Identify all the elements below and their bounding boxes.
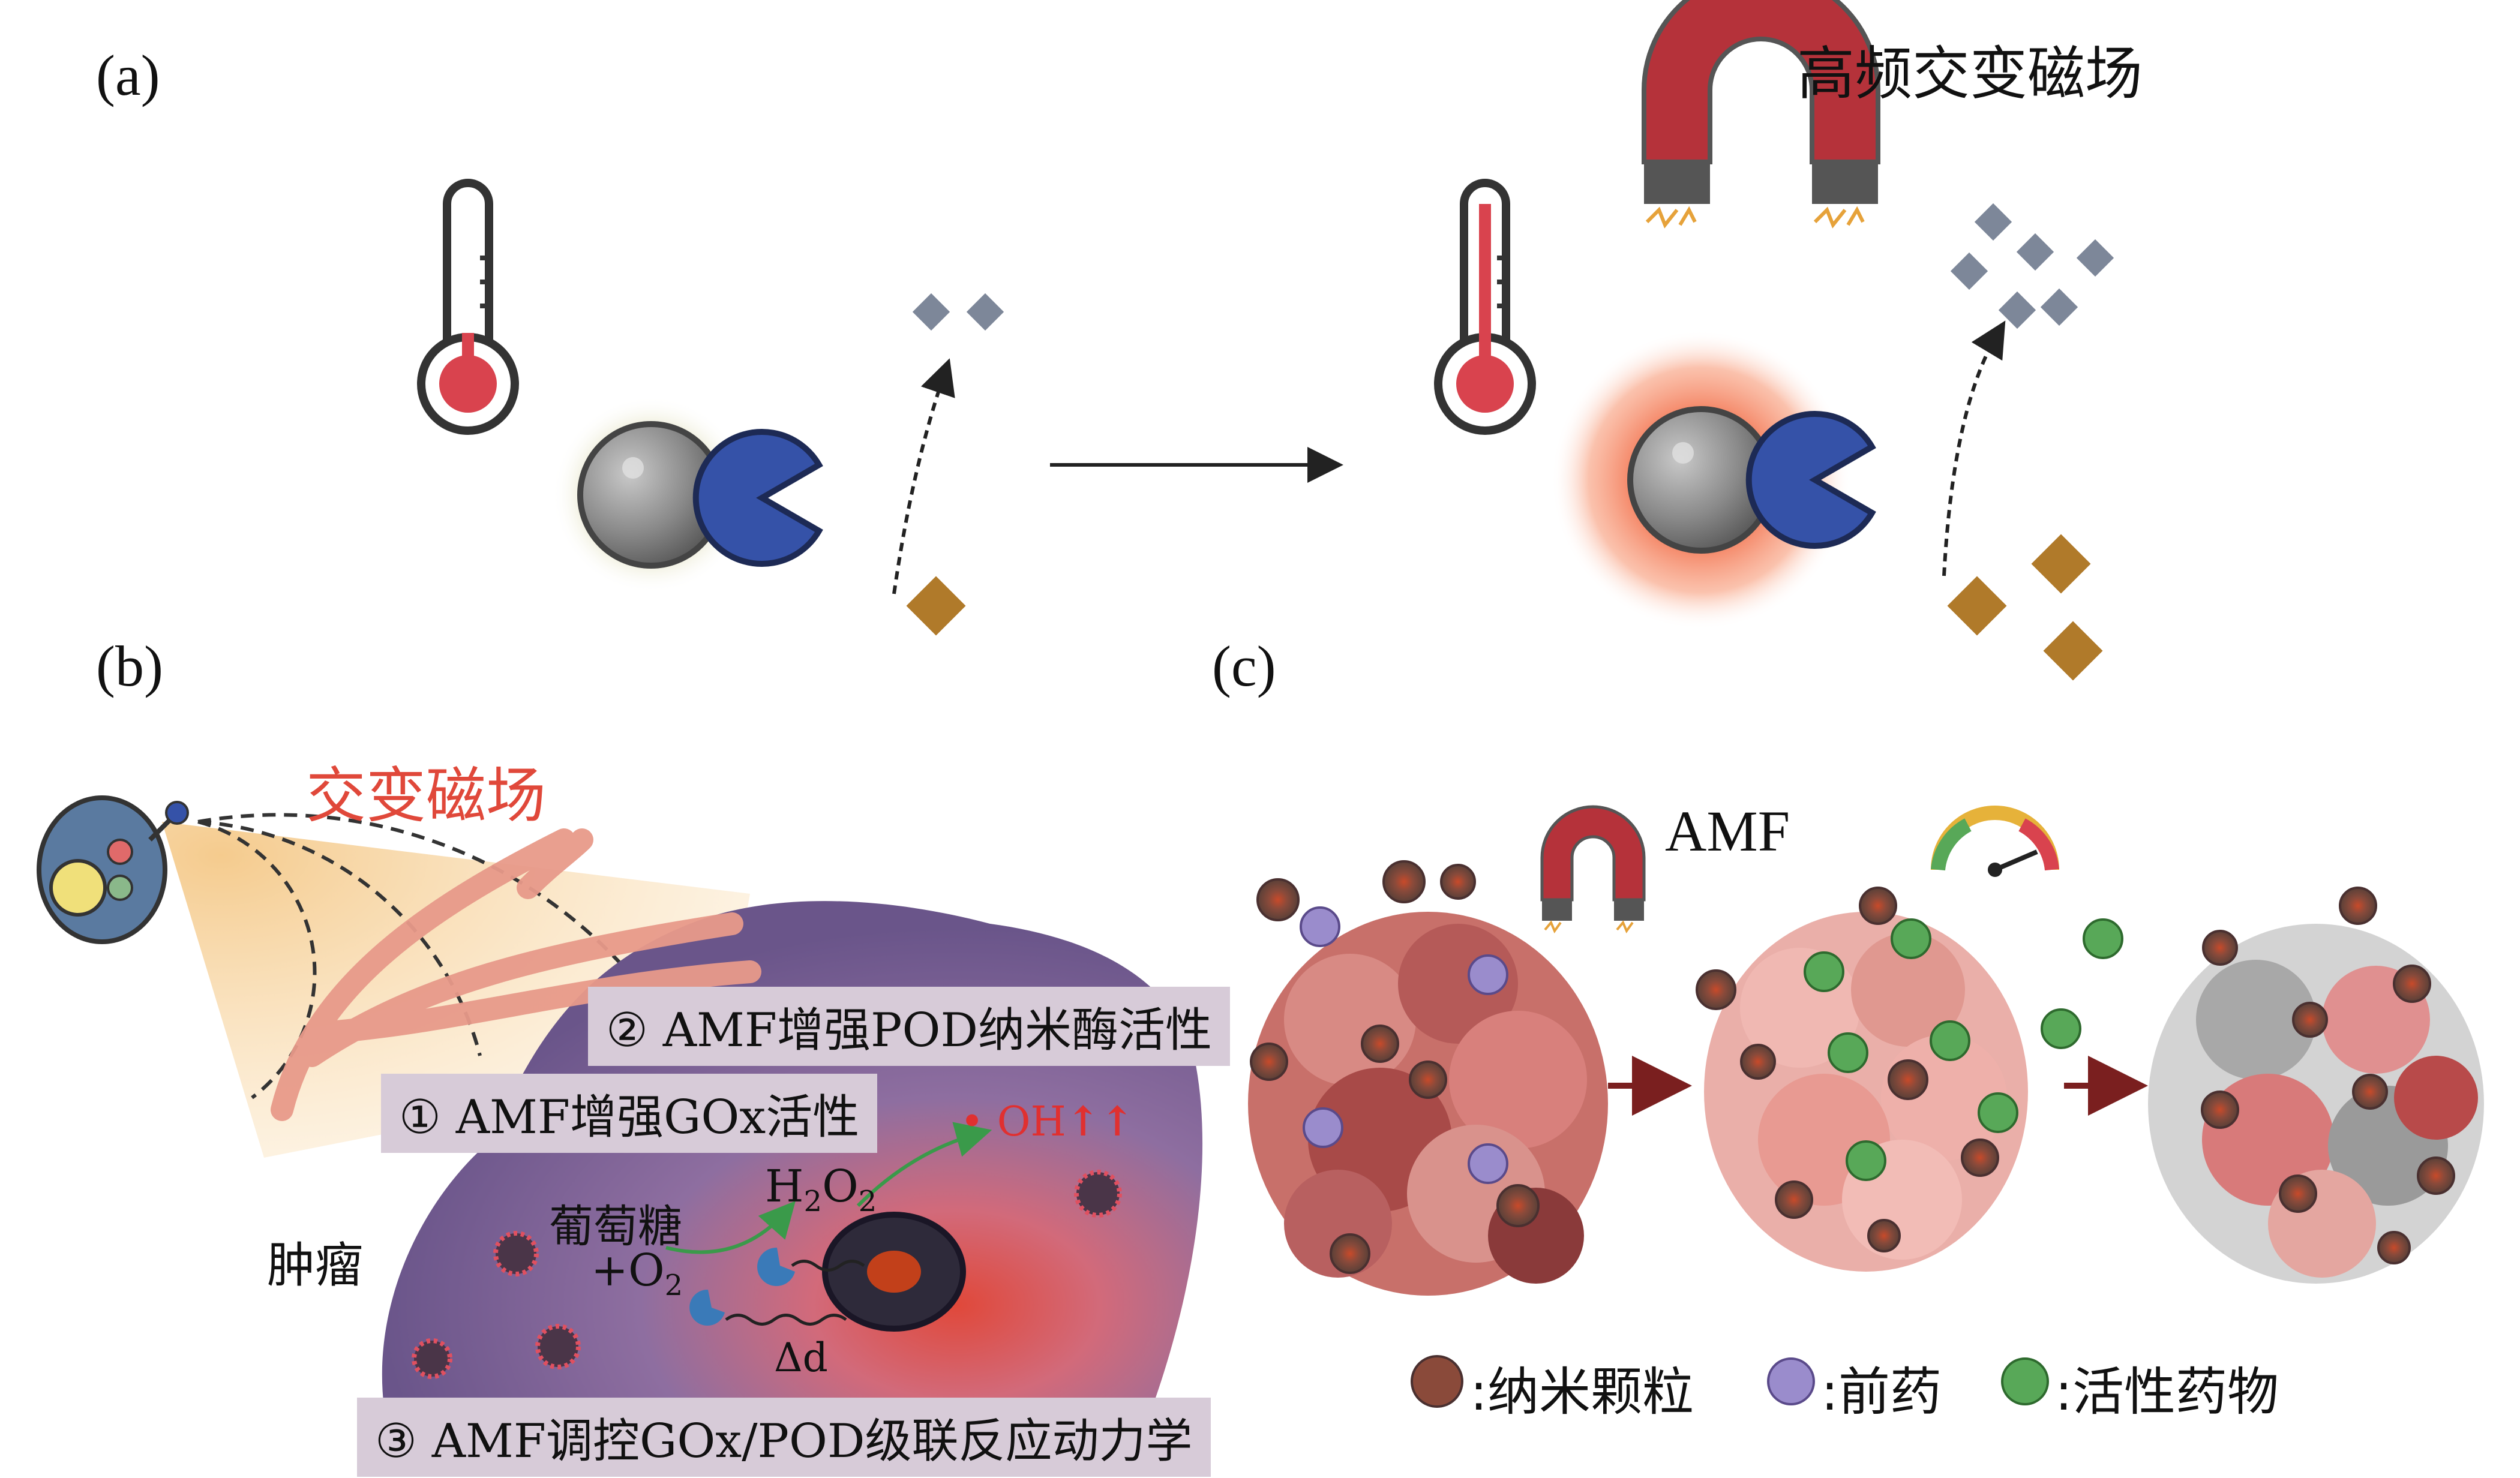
prodrug-particles bbox=[1300, 906, 1508, 1184]
magnet-small-icon bbox=[1540, 805, 1646, 934]
thermometer-hot-icon bbox=[1434, 179, 1536, 435]
magnet-icon bbox=[1642, 0, 1880, 229]
legend-markers bbox=[1411, 1355, 2049, 1408]
amf-device-icon bbox=[37, 795, 189, 944]
legend-prodrug-label: :前药 bbox=[1821, 1362, 1942, 1422]
panel-a-label: (a) bbox=[96, 43, 160, 107]
oxygen-label: +O2 bbox=[591, 1245, 683, 1302]
field-label-b: 交变磁场 bbox=[306, 761, 546, 831]
nanoparticles-before bbox=[1250, 860, 1540, 1274]
tumor-cluster-during bbox=[1704, 912, 2028, 1272]
legend-nanoparticle-label: :纳米颗粒 bbox=[1470, 1362, 1694, 1422]
panel-c-diagram bbox=[1248, 805, 2484, 1296]
h2o2-label: H2O2 bbox=[765, 1161, 877, 1218]
enzyme-pacman-icon bbox=[692, 429, 823, 567]
product-diamond-icon bbox=[912, 293, 1004, 331]
panel-a-diagram bbox=[417, 0, 2114, 681]
nanoparticles-during bbox=[1696, 887, 1999, 1252]
tumor-nanoparticles bbox=[412, 1170, 1122, 1379]
thermometer-cool-icon bbox=[417, 179, 519, 435]
temperature-gauge-icon bbox=[1931, 806, 2059, 877]
substrates-many-icon bbox=[1947, 534, 2103, 681]
tumor-cluster-before bbox=[1248, 912, 1608, 1296]
amf-label-a: 高频交变磁场 bbox=[1797, 40, 2143, 107]
nanoparticles-after bbox=[2201, 887, 2455, 1264]
legend-nanoparticle-icon bbox=[1411, 1355, 1463, 1408]
enzyme-pacman-hot-icon bbox=[1745, 411, 1876, 549]
panel-b-label: (b) bbox=[96, 634, 163, 698]
tumor-label: 肿瘤 bbox=[267, 1237, 363, 1293]
amf-label-c: AMF bbox=[1665, 799, 1790, 863]
active-drug-particles bbox=[1804, 918, 2123, 1181]
callout-3: ③ AMF调控GOx/POD级联反应动力学 bbox=[357, 1398, 1211, 1477]
panel-c-label: (c) bbox=[1212, 634, 1276, 698]
callout-2: ② AMF增强POD纳米酶活性 bbox=[588, 987, 1231, 1066]
legend-active-drug-icon bbox=[2001, 1357, 2049, 1405]
legend-prodrug-icon bbox=[1767, 1357, 1815, 1405]
products-many-icon bbox=[1950, 203, 2114, 329]
h2o2-arrow bbox=[856, 1122, 992, 1207]
enzyme-gox-icon bbox=[689, 1247, 865, 1326]
distance-label: Δd bbox=[774, 1335, 828, 1381]
substrate-diamond-icon bbox=[906, 576, 966, 636]
callout-1: ① AMF增强GOx活性 bbox=[381, 1074, 878, 1153]
tumor-cluster-after bbox=[2148, 924, 2484, 1284]
hydroxyl-radical-label: • OH↑↑ bbox=[960, 1098, 1135, 1146]
legend-active-drug-label: :活性药物 bbox=[2055, 1362, 2279, 1422]
glucose-label: 葡萄糖 bbox=[549, 1201, 682, 1252]
glucose-arrow bbox=[665, 1201, 796, 1254]
blood-vessel bbox=[271, 828, 761, 1121]
